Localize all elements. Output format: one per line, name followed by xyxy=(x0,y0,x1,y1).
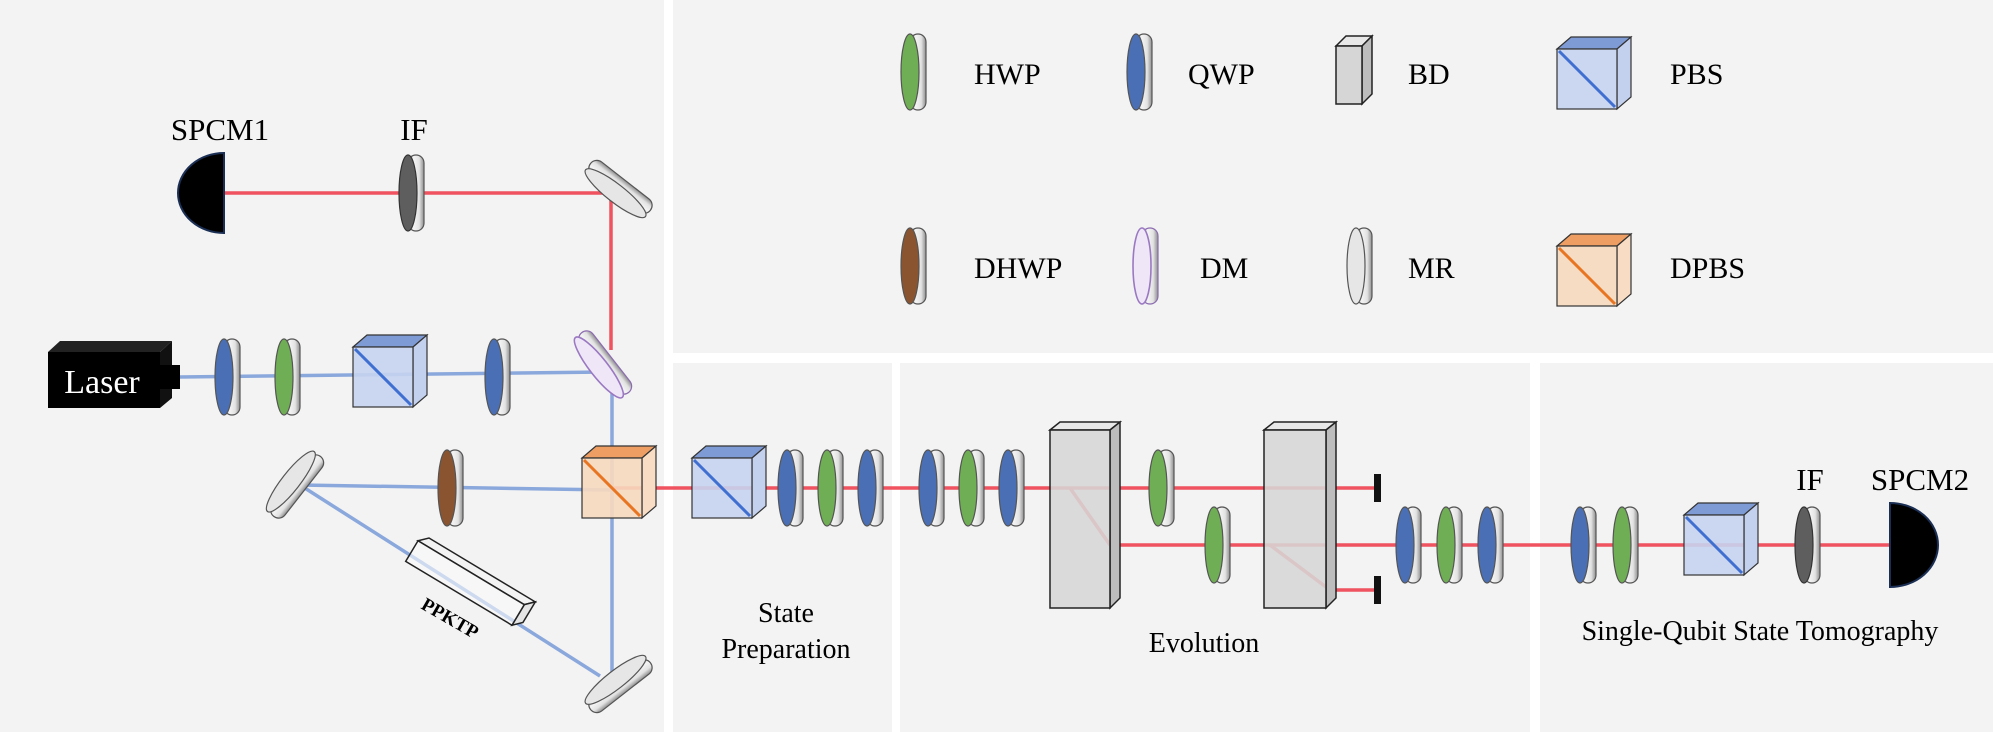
hwp-pump-1 xyxy=(274,338,301,416)
legend-label-pbs: PBS xyxy=(1670,58,1723,91)
state-prep-label-line1: State xyxy=(758,598,814,629)
hwp-evo-2 xyxy=(1436,506,1463,584)
spcm1-detector xyxy=(176,151,225,235)
legend-label-qwp: QWP xyxy=(1188,58,1255,91)
hwp-tomo xyxy=(1612,506,1639,584)
legend-label-hwp: HWP xyxy=(974,58,1041,91)
qwp-pump-2 xyxy=(484,338,511,416)
spcm1-label: SPCM1 xyxy=(171,112,269,147)
legend-item-dhwp: DHWP xyxy=(900,227,1062,305)
legend: HWP QWP BD PBS DHWP DM MR xyxy=(900,33,1745,308)
dhwp-plate xyxy=(437,449,464,527)
qwp-prep-2 xyxy=(857,449,884,527)
qwp-tomo xyxy=(1570,506,1597,584)
laser-source xyxy=(48,341,180,408)
beam-block-upper xyxy=(1374,474,1381,502)
legend-item-hwp: HWP xyxy=(900,33,1041,111)
qwp-pump-1 xyxy=(214,338,241,416)
hwp-evo-lower xyxy=(1204,506,1231,584)
qwp-prep-1 xyxy=(777,449,804,527)
pbs-tomo xyxy=(1682,501,1760,577)
legend-label-bd: BD xyxy=(1408,58,1450,91)
qwp-evo-3 xyxy=(1395,506,1422,584)
if-label-right: IF xyxy=(1796,462,1824,497)
legend-item-mr: MR xyxy=(1346,227,1455,305)
if-filter-right xyxy=(1794,506,1821,584)
if-filter-top xyxy=(398,154,425,232)
dpbs-cube xyxy=(580,444,658,520)
legend-label-mr: MR xyxy=(1408,252,1455,285)
legend-item-qwp: QWP xyxy=(1126,33,1255,111)
pbs-state-prep xyxy=(690,444,768,520)
tomography-label: Single-Qubit State Tomography xyxy=(1582,616,1939,647)
qwp-evo-2 xyxy=(998,449,1025,527)
pbs-pump xyxy=(351,333,429,409)
legend-label-dpbs: DPBS xyxy=(1670,252,1745,285)
if-label-top: IF xyxy=(400,112,428,147)
qwp-evo-4 xyxy=(1477,506,1504,584)
state-prep-label-line2: Preparation xyxy=(721,634,850,665)
laser-label: Laser xyxy=(64,364,140,401)
beam-block-lower xyxy=(1374,576,1381,604)
legend-label-dhwp: DHWP xyxy=(974,252,1062,285)
qwp-evo-1 xyxy=(918,449,945,527)
ppktp-crystal xyxy=(404,537,538,627)
legend-label-dm: DM xyxy=(1200,252,1248,285)
beam-displacer-1 xyxy=(1047,420,1123,610)
evolution-label: Evolution xyxy=(1149,628,1259,659)
hwp-evo-1 xyxy=(958,449,985,527)
beam-displacer-2 xyxy=(1261,420,1339,610)
legend-item-bd: BD xyxy=(1334,34,1450,106)
legend-item-pbs: PBS xyxy=(1555,35,1723,111)
spcm2-label: SPCM2 xyxy=(1871,462,1969,497)
legend-item-dm: DM xyxy=(1132,227,1248,305)
hwp-evo-upper xyxy=(1148,449,1175,527)
panel-legend xyxy=(673,0,1993,353)
hwp-prep xyxy=(817,449,844,527)
panel-state-preparation xyxy=(673,363,892,732)
legend-item-dpbs: DPBS xyxy=(1555,232,1745,308)
spcm2-detector xyxy=(1889,501,1940,589)
